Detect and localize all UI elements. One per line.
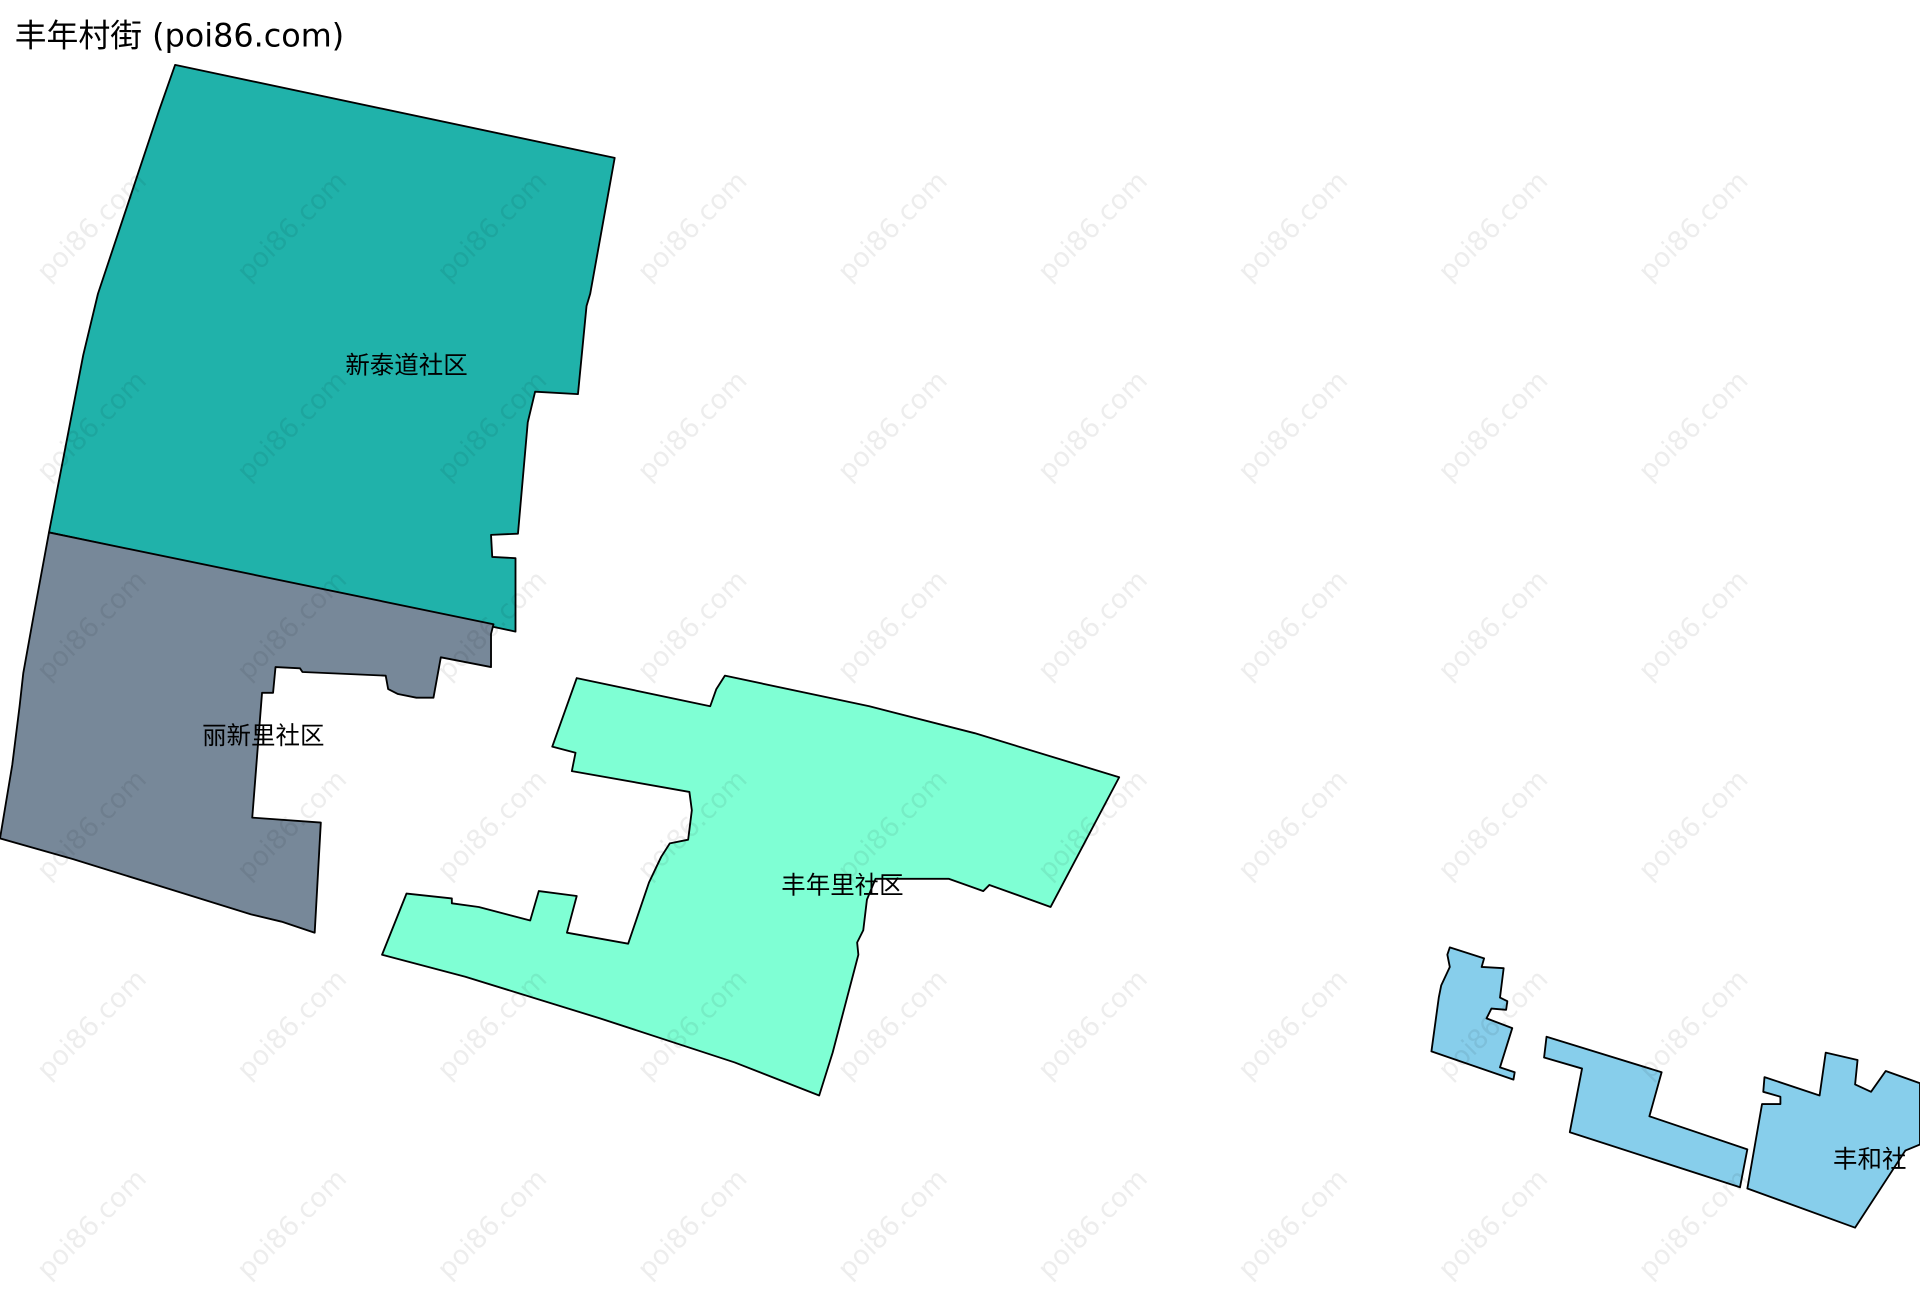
watermark-text: poi86.com <box>1232 565 1354 687</box>
region-xintaidao[interactable] <box>48 63 616 633</box>
watermark-text: poi86.com <box>1633 365 1755 487</box>
label-fengnianli: 丰年里社区 <box>781 871 903 900</box>
watermark-text: poi86.com <box>431 1163 553 1285</box>
watermark-text: poi86.com <box>1232 764 1354 886</box>
label-lixinli: 丽新里社区 <box>202 721 324 750</box>
watermark-text: poi86.com <box>1232 166 1354 288</box>
watermark-text: poi86.com <box>1633 1163 1755 1285</box>
watermark-text: poi86.com <box>632 365 754 487</box>
watermark-text: poi86.com <box>832 166 954 288</box>
watermark-text: poi86.com <box>1032 166 1154 288</box>
watermark-text: poi86.com <box>1633 764 1755 886</box>
watermark-text: poi86.com <box>1032 1163 1154 1285</box>
label-fenghe: 丰和社 <box>1833 1145 1906 1174</box>
watermark-text: poi86.com <box>1432 1163 1554 1285</box>
watermark-text: poi86.com <box>1232 1163 1354 1285</box>
watermark-text: poi86.com <box>1432 565 1554 687</box>
watermark-text: poi86.com <box>832 1163 954 1285</box>
region-fenghe-part1[interactable] <box>1430 946 1516 1081</box>
watermark-text: poi86.com <box>1232 365 1354 487</box>
region-fengnianli[interactable] <box>381 674 1121 1097</box>
watermark-text: poi86.com <box>31 1163 153 1285</box>
watermark-text: poi86.com <box>431 764 553 886</box>
watermark-text: poi86.com <box>832 365 954 487</box>
watermark-text: poi86.com <box>1633 964 1755 1086</box>
watermark-text: poi86.com <box>632 166 754 288</box>
watermark-text: poi86.com <box>632 1163 754 1285</box>
watermark-text: poi86.com <box>1432 166 1554 288</box>
watermark-text: poi86.com <box>31 964 153 1086</box>
watermark-text: poi86.com <box>1633 166 1755 288</box>
watermark-text: poi86.com <box>1032 565 1154 687</box>
watermark-text: poi86.com <box>1432 365 1554 487</box>
watermark-text: poi86.com <box>1032 365 1154 487</box>
watermark-text: poi86.com <box>231 1163 353 1285</box>
map-title: 丰年村街 (poi86.com) <box>15 17 344 55</box>
watermark-text: poi86.com <box>1032 964 1154 1086</box>
watermark-text: poi86.com <box>1633 565 1755 687</box>
watermark-text: poi86.com <box>1232 964 1354 1086</box>
region-lixinli[interactable] <box>0 531 495 934</box>
watermark-text: poi86.com <box>832 565 954 687</box>
watermark-text: poi86.com <box>632 565 754 687</box>
label-xintaidao: 新泰道社区 <box>345 350 467 379</box>
watermark-text: poi86.com <box>231 964 353 1086</box>
region-fenghe-part2[interactable] <box>1543 1035 1749 1189</box>
watermark-text: poi86.com <box>1432 764 1554 886</box>
region-fenghe-part3[interactable] <box>1746 1051 1920 1229</box>
